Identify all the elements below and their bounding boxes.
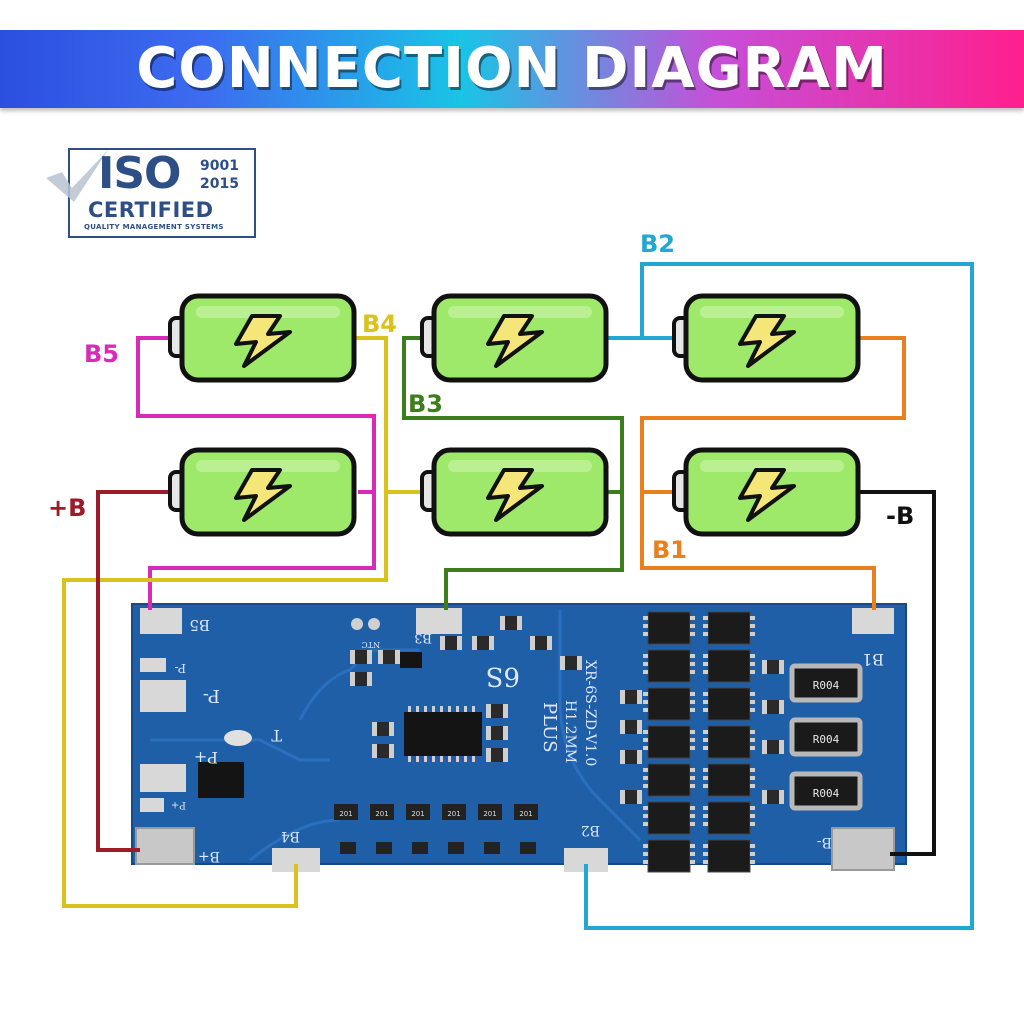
wire-b4 [355,336,430,494]
silk-p-plus-small: P+ [171,799,186,810]
wire-minus-b [858,490,936,856]
silk-b1: B1 [862,650,884,669]
wire-b2-loop [584,262,974,930]
qms-text: QUALITY MANAGEMENT SYSTEMS [84,223,224,231]
smd-code-3: 201 [411,810,424,818]
silk-b-plus: B+ [198,848,220,864]
battery-3 [674,296,858,380]
pad-p-plus [140,764,186,792]
resistor-code-3: R004 [813,787,840,800]
label-b4: B4 [362,310,397,338]
iso-mark: ISO [98,148,181,199]
wire-plus-b [96,490,170,852]
smd-code-4: 201 [447,810,460,818]
silk-model-1: XR-6S-ZD-V1.0 [582,660,598,766]
wires [62,262,974,930]
smd-code-2: 201 [375,810,388,818]
pad-b3 [416,608,462,634]
iso-standard: 9001 [200,158,239,174]
silk-b4: B4 [281,828,300,844]
silk-t: T [271,726,282,745]
pad-b1 [852,608,894,634]
pad-b-minus [831,827,895,871]
label-minus-b: -B [886,502,914,530]
wire-b5 [136,336,376,610]
board-silkscreen: B5 B3 B1 P- P- P+ P+ B+ B4 B2 B- T NTC 6… [171,616,884,864]
temp-sensor [224,730,252,746]
silk-b-minus: B- [816,834,832,850]
silk-model-2: H1.2MM [562,700,578,763]
smd-code-1: 201 [339,810,352,818]
label-b2: B2 [640,230,675,258]
smd-code-5: 201 [483,810,496,818]
check-mark-icon [46,150,108,202]
wire-labels: B5 B4 B3 B2 B1 +B -B [48,230,914,564]
resistor-code-1: R004 [813,679,840,692]
battery-4 [170,450,354,534]
pad-p-plus-small [140,798,164,812]
label-plus-b: +B [48,494,86,522]
battery-6 [674,450,858,534]
wire-b4-down [62,492,388,908]
silk-p-plus: P+ [194,748,218,767]
bms-board [131,603,907,865]
label-b5: B5 [84,340,119,368]
pad-p-minus-small [140,658,166,672]
iso-year: 2015 [200,176,239,192]
certified-text: CERTIFIED [88,198,214,222]
silk-plus: PLUS [539,702,560,753]
label-b3: B3 [408,390,443,418]
wire-b3 [402,336,624,610]
battery-1 [170,296,354,380]
solder-pads [135,608,895,872]
pad-b5 [140,608,182,634]
iso-certified-badge: ISO 9001 2015 CERTIFIED QUALITY MANAGEME… [46,148,256,238]
balance-resistors: 201 201 201 201 201 201 [334,804,538,854]
label-b1: B1 [652,536,687,564]
wire-b1 [640,336,906,610]
page-title: CONNECTION DIAGRAM [136,36,888,101]
title-banner [0,30,1024,108]
shunt-resistors: R004 R004 R004 [789,663,863,811]
protection-ic [198,652,482,798]
silk-ntc: NTC [362,640,380,649]
silk-series: 6S [486,661,520,691]
pad-p-minus [140,680,186,712]
pad-b-plus [135,827,195,865]
resistor-code-2: R004 [813,733,840,746]
battery-2 [422,296,606,380]
battery-5 [422,450,606,534]
silk-b2: B2 [581,822,600,838]
silk-p-minus: P- [203,685,220,706]
smd-code-6: 201 [519,810,532,818]
silk-p-minus-small: P- [175,661,186,675]
silk-b5: B5 [189,616,210,634]
silk-b3: B3 [414,630,432,645]
